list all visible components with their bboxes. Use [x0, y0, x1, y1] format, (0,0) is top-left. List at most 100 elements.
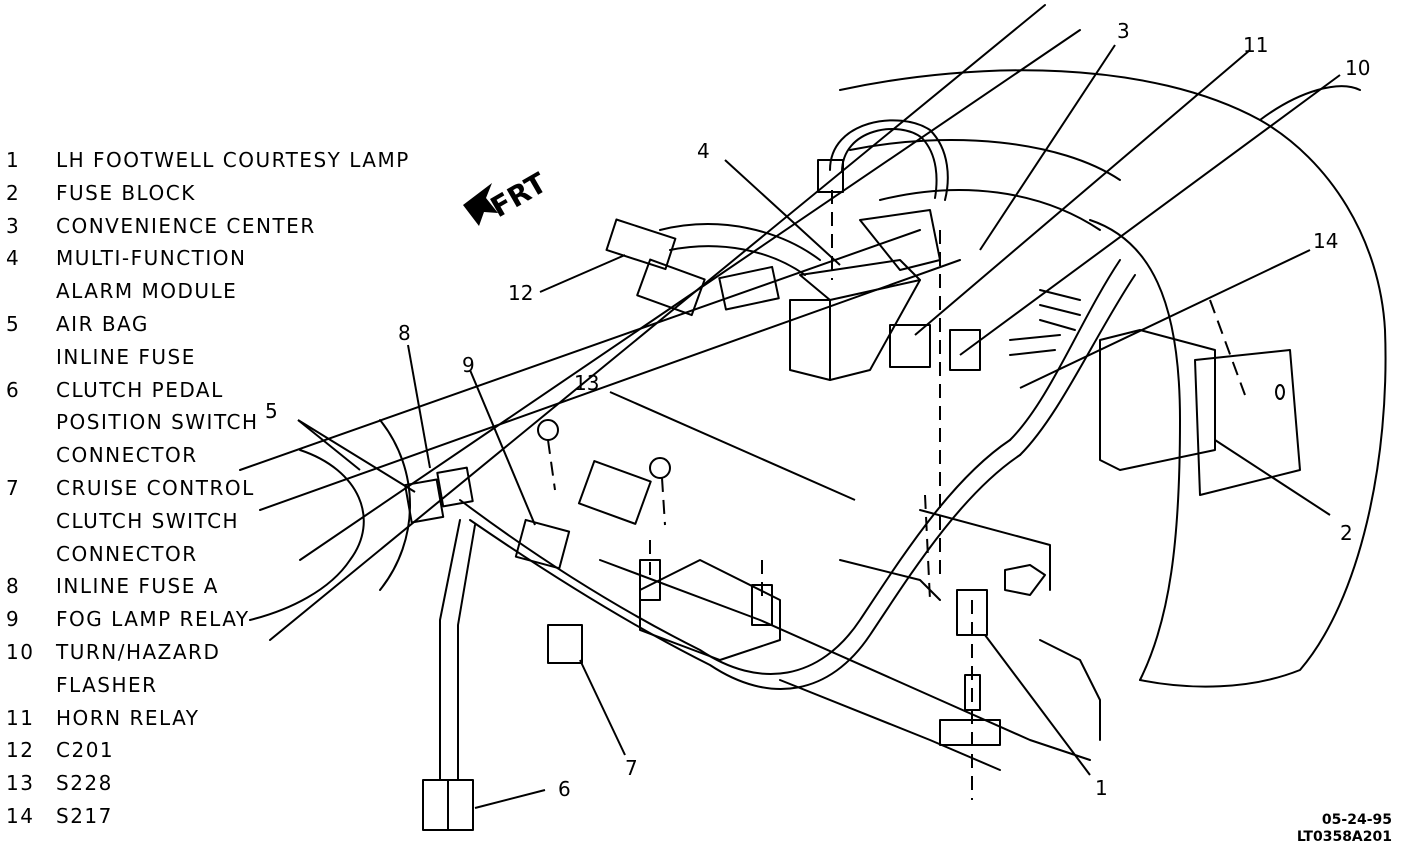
callout-8: 8 [398, 321, 411, 345]
leader-5b [298, 420, 360, 470]
harness-top-loop-2 [842, 129, 937, 198]
legend-text: CLUTCH SWITCH [56, 508, 240, 533]
legend-number: 14 [6, 804, 35, 828]
align-4 [548, 440, 555, 490]
legend-text: LH FOOTWELL COURTESY LAMP [56, 148, 410, 172]
left-shroud [250, 450, 364, 620]
callout-13: 13 [574, 371, 599, 395]
legend-number: 6 [6, 377, 21, 402]
callout-7: 7 [625, 756, 638, 780]
legend-number: 9 [6, 607, 21, 632]
legend-text: CONNECTOR [56, 443, 198, 468]
align-9 [925, 495, 930, 600]
leader-12 [540, 255, 625, 292]
column-line-2 [300, 30, 1080, 560]
c201-connector-a [607, 220, 676, 270]
leader-13 [610, 392, 855, 500]
callout-14: 14 [1313, 229, 1338, 253]
fuse-block-cover [1195, 350, 1300, 495]
legend-number: 12 [6, 738, 35, 763]
legend-number: 7 [6, 476, 21, 500]
front-direction-indicator: FRT [463, 166, 552, 226]
stamp-date: 05-24-95 [1321, 812, 1392, 828]
bracket-pad [579, 461, 651, 524]
dash-trim [850, 140, 1120, 180]
leader-5a [298, 420, 415, 492]
dash-trim-2 [880, 190, 1100, 230]
legend-number: 5 [6, 312, 21, 336]
callout-3: 3 [1117, 19, 1130, 43]
legend-text: S228 [56, 771, 113, 796]
drawing-stamp: 05-24-95 LT0358A201 [1297, 812, 1392, 846]
leader-10 [960, 75, 1340, 355]
dash-panel-curve [1090, 220, 1180, 680]
callout-4: 4 [697, 139, 710, 163]
callout-2: 2 [1340, 521, 1353, 545]
leader-9 [470, 370, 535, 525]
bracket-base [640, 560, 780, 660]
legend-text: HORN RELAY [56, 705, 200, 730]
floor-edge [780, 680, 1000, 770]
alarm-module-side [830, 280, 920, 380]
align-5 [662, 478, 665, 525]
harness-main-2 [470, 455, 1020, 689]
callout-12: 12 [508, 281, 533, 305]
nut-b [650, 458, 670, 478]
harness-up-2 [1020, 275, 1135, 455]
legend-number: 8 [6, 574, 21, 599]
c201-connector-c [719, 267, 778, 310]
leader-11 [915, 50, 1250, 335]
legend-text: INLINE FUSE A [56, 574, 219, 599]
courtesy-bracket [940, 720, 1000, 745]
courtesy-lamp-bulb [965, 675, 980, 710]
harness-main [460, 440, 1010, 674]
harness-up [1010, 260, 1120, 440]
callout-1: 1 [1095, 776, 1108, 800]
dash-outline-upper [840, 70, 1386, 686]
bracket-lower [920, 510, 1050, 590]
leader-14 [1020, 250, 1310, 388]
harness-top-loop [830, 120, 948, 200]
legend-number: 1 [6, 148, 21, 172]
callout-11: 11 [1243, 33, 1268, 57]
cruise-connector [548, 625, 582, 663]
leader-4 [725, 160, 840, 265]
fog-relay [516, 520, 569, 568]
align-6 [1210, 300, 1245, 395]
dash-detail-b [1010, 335, 1060, 355]
legend-text: POSITION SWITCH [56, 410, 259, 435]
callout-5: 5 [265, 399, 278, 423]
bracket-lower-2 [840, 560, 940, 600]
legend-number: 11 [6, 705, 35, 730]
dash-outline-lower [1260, 86, 1360, 120]
legend-text: CONVENIENCE CENTER [56, 213, 316, 238]
legend-text: CONNECTOR [56, 541, 198, 566]
leader-2 [1215, 440, 1330, 515]
dash-detail-a [1040, 290, 1080, 330]
legend-text: MULTI-FUNCTION [56, 246, 247, 271]
bolt [1005, 565, 1045, 595]
relay-11 [890, 325, 930, 367]
front-label: FRT [485, 166, 552, 224]
legend-number: 13 [6, 771, 35, 796]
module-stack [790, 300, 830, 380]
inline-fuse-a-2 [437, 468, 472, 507]
legend-number: 2 [6, 180, 21, 205]
nut-a [538, 420, 558, 440]
legend-text: FLASHER [56, 672, 158, 697]
stamp-code: LT0358A201 [1296, 829, 1392, 845]
legend-number: 4 [6, 246, 21, 271]
legend-text: S217 [56, 804, 113, 828]
callout-9: 9 [462, 353, 475, 377]
flasher-10 [950, 330, 980, 370]
legend-text: INLINE FUSE [56, 344, 196, 369]
legend-text: C201 [56, 738, 115, 763]
column-line-4 [260, 260, 960, 510]
harness-drop-2 [458, 525, 475, 780]
harness-drop [440, 520, 460, 780]
sill-edge [1040, 640, 1100, 740]
floor-panel [600, 560, 1090, 760]
connector-top [818, 160, 843, 192]
leader-1 [985, 635, 1090, 775]
